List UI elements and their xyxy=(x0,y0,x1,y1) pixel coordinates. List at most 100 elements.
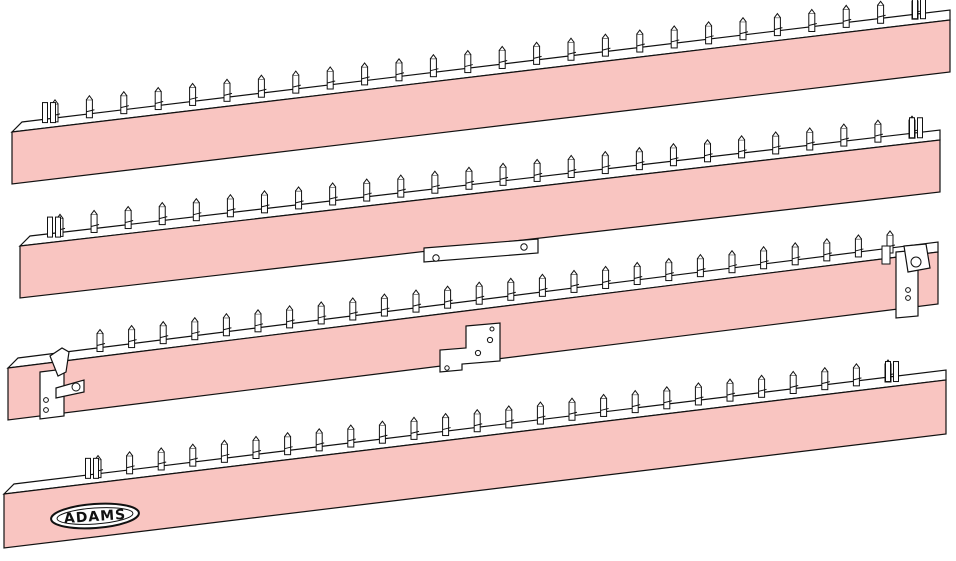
pin xyxy=(378,420,388,444)
pin xyxy=(728,249,738,274)
end-pin-pair xyxy=(85,457,99,479)
pin xyxy=(852,363,862,387)
pin xyxy=(760,245,769,270)
pin xyxy=(568,397,578,421)
pin xyxy=(473,408,483,433)
pin xyxy=(189,82,198,106)
pin xyxy=(772,131,781,155)
pin xyxy=(85,94,95,119)
pin xyxy=(636,29,645,53)
pin xyxy=(739,16,749,41)
pin xyxy=(329,182,338,206)
pin xyxy=(602,265,611,289)
bar-2-front-face xyxy=(19,139,941,299)
bar-2 xyxy=(18,115,941,299)
pin xyxy=(507,277,516,301)
pin xyxy=(349,297,358,321)
pin xyxy=(90,209,100,233)
pin xyxy=(533,41,542,65)
pin xyxy=(124,205,134,230)
pin xyxy=(315,428,325,452)
pin xyxy=(120,90,129,115)
pin xyxy=(431,170,441,194)
pin xyxy=(223,78,233,102)
center-plate xyxy=(439,322,501,373)
pin xyxy=(464,49,473,74)
pin xyxy=(126,450,135,475)
bar-1 xyxy=(10,0,951,185)
pin xyxy=(96,328,106,353)
pin xyxy=(189,443,198,467)
pin xyxy=(567,37,577,61)
pin xyxy=(840,123,849,147)
pin xyxy=(874,119,884,143)
pin xyxy=(696,253,706,278)
pin xyxy=(157,447,167,471)
pin xyxy=(601,33,611,57)
pin xyxy=(823,238,832,262)
end-pin-pair xyxy=(909,117,923,139)
pin xyxy=(842,4,852,28)
pin xyxy=(498,45,508,69)
pin xyxy=(704,138,713,163)
pin xyxy=(631,389,641,414)
pin xyxy=(192,197,202,222)
end-pin-pair xyxy=(47,216,61,238)
pin xyxy=(395,57,405,82)
pin xyxy=(220,439,230,463)
pin xyxy=(854,234,864,258)
pin xyxy=(286,305,295,329)
pin xyxy=(635,146,645,171)
pin xyxy=(154,86,164,111)
pin xyxy=(806,127,815,151)
pin xyxy=(808,8,817,33)
pin xyxy=(758,374,767,398)
pin xyxy=(570,269,580,293)
pin xyxy=(158,201,168,226)
pin xyxy=(538,273,548,297)
pin xyxy=(665,257,674,282)
pin xyxy=(361,62,370,86)
pin xyxy=(226,193,236,218)
hardware-layer: ADAMS xyxy=(39,238,931,530)
pin xyxy=(669,142,679,167)
end-pin-pair xyxy=(912,0,926,20)
pin xyxy=(397,174,406,198)
pin xyxy=(412,289,422,313)
right-hinge xyxy=(881,243,931,319)
pin xyxy=(499,162,509,186)
pin xyxy=(257,74,267,98)
pin xyxy=(429,53,439,78)
end-pin-pair xyxy=(42,102,56,124)
pin xyxy=(791,241,801,266)
pin xyxy=(222,312,232,337)
pin xyxy=(292,70,301,94)
logo-badge: ADAMS xyxy=(50,502,140,530)
logo-text: ADAMS xyxy=(63,507,126,527)
pin xyxy=(128,324,137,349)
end-pin-pair xyxy=(885,361,899,383)
pin xyxy=(252,435,262,460)
pin xyxy=(738,135,747,159)
pin xyxy=(773,12,783,37)
pin xyxy=(444,285,453,309)
bars-layer xyxy=(2,0,951,549)
pin xyxy=(410,416,420,440)
pin xyxy=(670,25,680,49)
pin xyxy=(475,281,485,305)
pin xyxy=(159,320,169,345)
pin xyxy=(567,154,577,178)
pin xyxy=(260,189,270,214)
pin xyxy=(380,293,390,317)
pin xyxy=(317,301,327,325)
pin xyxy=(465,166,475,190)
left-clamp xyxy=(39,347,85,420)
pin xyxy=(705,20,714,45)
pin xyxy=(533,158,543,182)
pin xyxy=(633,261,643,286)
bar-4-front-face xyxy=(3,379,947,549)
pin xyxy=(442,412,451,437)
pin xyxy=(694,382,704,406)
